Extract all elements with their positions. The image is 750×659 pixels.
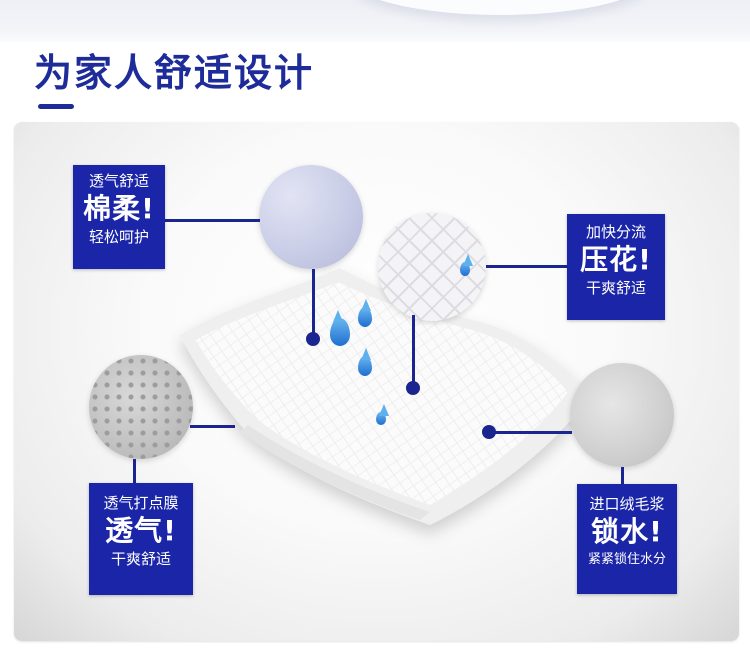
connector-film-v [133, 459, 136, 483]
connector-cotton-v [312, 269, 315, 337]
feature-foot: 干爽舒适 [110, 550, 171, 568]
water-drop-icon [358, 307, 372, 327]
connector-dot-pulp [482, 425, 496, 439]
feature-main: 透气! [105, 514, 177, 547]
page-title: 为家人舒适设计 [34, 51, 315, 95]
connector-pulp-v [621, 467, 624, 484]
water-drop-icon [376, 412, 386, 425]
feature-card-film: 透气打点膜 透气! 干爽舒适 [89, 483, 193, 595]
feature-sub: 加快分流 [585, 223, 646, 241]
water-drop-icon [358, 356, 372, 376]
connector-emboss-v [412, 315, 415, 383]
feature-foot: 紧紧锁住水分 [587, 552, 666, 567]
feature-card-emboss: 加快分流 压花! 干爽舒适 [567, 214, 665, 320]
cotton-texture-image [259, 165, 363, 269]
feature-card-pulp: 进口绒毛浆 锁水! 紧紧锁住水分 [577, 484, 677, 594]
connector-film-h [190, 425, 235, 428]
water-drop-icon [460, 262, 470, 276]
perforated-film-texture-image [89, 355, 193, 459]
connector-pulp-h [492, 431, 572, 434]
feature-foot: 轻松呵护 [88, 228, 149, 246]
feature-main: 压花! [580, 243, 652, 276]
water-drop-icon [330, 318, 350, 346]
connector-dot-cotton [306, 332, 320, 346]
fluff-pulp-texture-image [570, 363, 674, 467]
feature-main: 棉柔! [83, 192, 155, 225]
feature-main: 锁水! [591, 515, 663, 548]
connector-dot-emboss [406, 381, 420, 395]
emboss-texture-image [378, 213, 486, 321]
feature-sub: 透气舒适 [88, 172, 149, 190]
feature-foot: 干爽舒适 [585, 279, 646, 297]
connector-cotton-h [165, 219, 260, 222]
feature-card-cotton: 透气舒适 棉柔! 轻松呵护 [73, 165, 165, 269]
top-banner-strip [0, 0, 750, 42]
feature-sub: 透气打点膜 [103, 494, 179, 512]
title-underline [38, 104, 74, 109]
connector-emboss-h [486, 265, 567, 268]
feature-sub: 进口绒毛浆 [589, 495, 665, 513]
